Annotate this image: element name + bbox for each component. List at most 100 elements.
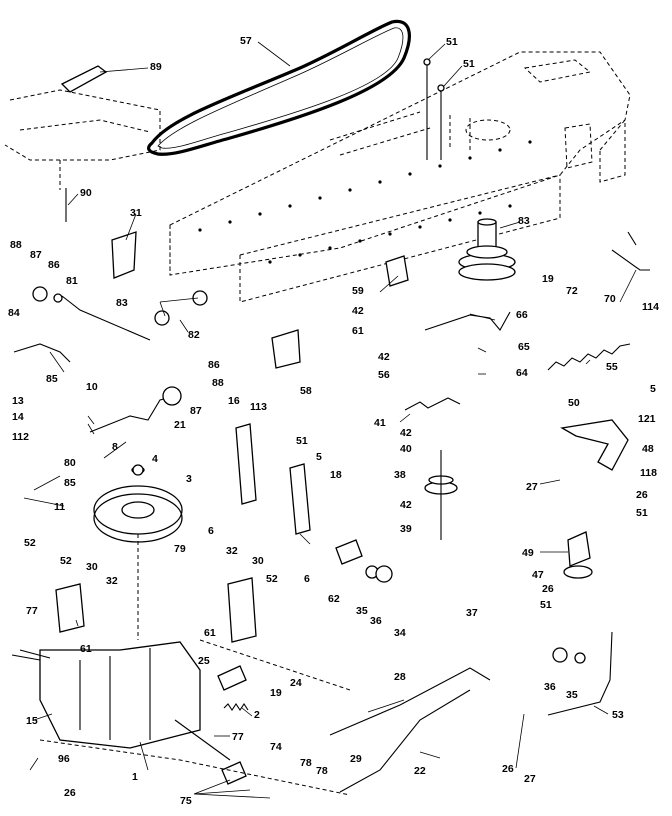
bracket-30-right bbox=[227, 577, 257, 643]
rod-70 bbox=[611, 231, 650, 271]
callout: 1 bbox=[132, 771, 138, 783]
callout: 24 bbox=[290, 677, 302, 689]
transaxle-1 bbox=[11, 641, 231, 761]
callout: 10 bbox=[86, 381, 98, 393]
callout: 32 bbox=[106, 575, 118, 587]
callout: 42 bbox=[352, 305, 364, 317]
callout: 19 bbox=[542, 273, 554, 285]
frame-assembly bbox=[169, 51, 631, 303]
washer-83-a bbox=[154, 310, 170, 326]
callout: 118 bbox=[640, 467, 657, 479]
pulley-3 bbox=[93, 466, 183, 543]
callout: 61 bbox=[352, 325, 364, 337]
callout: 62 bbox=[328, 593, 340, 605]
callout: 65 bbox=[518, 341, 530, 353]
callout: 51 bbox=[446, 36, 458, 48]
callout: 81 bbox=[66, 275, 78, 287]
bracket-30-left bbox=[55, 583, 85, 633]
callout: 52 bbox=[60, 555, 72, 567]
callout: 41 bbox=[374, 417, 386, 429]
bracket-113 bbox=[235, 423, 257, 505]
callout: 96 bbox=[58, 753, 70, 765]
callout: 59 bbox=[352, 285, 364, 297]
callout: 87 bbox=[30, 249, 42, 261]
callout: 74 bbox=[270, 741, 282, 753]
callout: 2 bbox=[254, 709, 260, 721]
callout: 75 bbox=[180, 795, 192, 807]
callout: 21 bbox=[174, 419, 186, 431]
callout: 85 bbox=[64, 477, 76, 489]
callout: 5 bbox=[316, 451, 322, 463]
callout-labels: 57 51 51 89 90 31 88 87 86 81 84 85 83 8… bbox=[8, 35, 659, 807]
callout: 36 bbox=[370, 615, 382, 627]
callout: 61 bbox=[80, 643, 92, 655]
callout: 22 bbox=[414, 765, 426, 777]
rod-22 bbox=[339, 689, 471, 793]
callout: 25 bbox=[198, 655, 210, 667]
callout: 16 bbox=[228, 395, 240, 407]
callout: 51 bbox=[636, 507, 648, 519]
spring-55 bbox=[547, 343, 631, 371]
callout: 52 bbox=[266, 573, 278, 585]
callout: 89 bbox=[150, 61, 162, 73]
idler-arm-48 bbox=[560, 419, 629, 471]
callout: 28 bbox=[394, 671, 406, 683]
callout: 11 bbox=[54, 501, 65, 513]
callout: 51 bbox=[540, 599, 552, 611]
callout: 53 bbox=[612, 709, 624, 721]
callout: 3 bbox=[186, 473, 192, 485]
callout: 49 bbox=[522, 547, 534, 559]
callout: 70 bbox=[604, 293, 616, 305]
callout: 88 bbox=[10, 239, 22, 251]
callout: 30 bbox=[252, 555, 264, 567]
callout: 85 bbox=[46, 373, 58, 385]
callout: 77 bbox=[26, 605, 38, 617]
callout: 84 bbox=[8, 307, 20, 319]
callout: 57 bbox=[240, 35, 252, 47]
callout: 39 bbox=[400, 523, 412, 535]
callout: 5 bbox=[650, 383, 656, 395]
callout: 31 bbox=[130, 207, 142, 219]
callout: 37 bbox=[466, 607, 478, 619]
callout: 86 bbox=[48, 259, 60, 271]
washer-36-right bbox=[552, 647, 568, 663]
callout: 77 bbox=[232, 731, 244, 743]
spacer-74 bbox=[221, 761, 247, 785]
rod-28 bbox=[329, 667, 491, 736]
callout: 50 bbox=[568, 397, 580, 409]
knob-21 bbox=[162, 386, 182, 406]
front-frame bbox=[4, 89, 161, 190]
callout: 79 bbox=[174, 543, 186, 555]
callout: 42 bbox=[400, 499, 412, 511]
callout: 19 bbox=[270, 687, 282, 699]
callout: 35 bbox=[356, 605, 368, 617]
callout: 51 bbox=[463, 58, 475, 70]
callout: 6 bbox=[304, 573, 310, 585]
callout: 90 bbox=[80, 187, 92, 199]
callout: 66 bbox=[516, 309, 528, 321]
washer-83-b bbox=[192, 290, 208, 306]
bracket-49 bbox=[567, 531, 591, 567]
callout: 72 bbox=[566, 285, 578, 297]
bracket-5 bbox=[289, 463, 311, 535]
callout: 26 bbox=[636, 489, 648, 501]
frame-holes bbox=[198, 140, 532, 264]
callout: 26 bbox=[542, 583, 554, 595]
callout: 35 bbox=[566, 689, 578, 701]
bracket-41 bbox=[404, 397, 461, 411]
callout: 51 bbox=[296, 435, 308, 447]
callout: 15 bbox=[26, 715, 38, 727]
callout: 8 bbox=[112, 441, 118, 453]
washer-86-top bbox=[53, 293, 63, 303]
bracket-66 bbox=[424, 311, 511, 331]
callout: 83 bbox=[116, 297, 128, 309]
bracket-58 bbox=[271, 329, 301, 369]
callout: 6 bbox=[208, 525, 214, 537]
callout: 42 bbox=[400, 427, 412, 439]
bracket-59 bbox=[385, 255, 409, 287]
callout: 26 bbox=[502, 763, 514, 775]
bracket-89 bbox=[60, 65, 108, 93]
callout: 56 bbox=[378, 369, 390, 381]
washer-4 bbox=[132, 464, 144, 476]
